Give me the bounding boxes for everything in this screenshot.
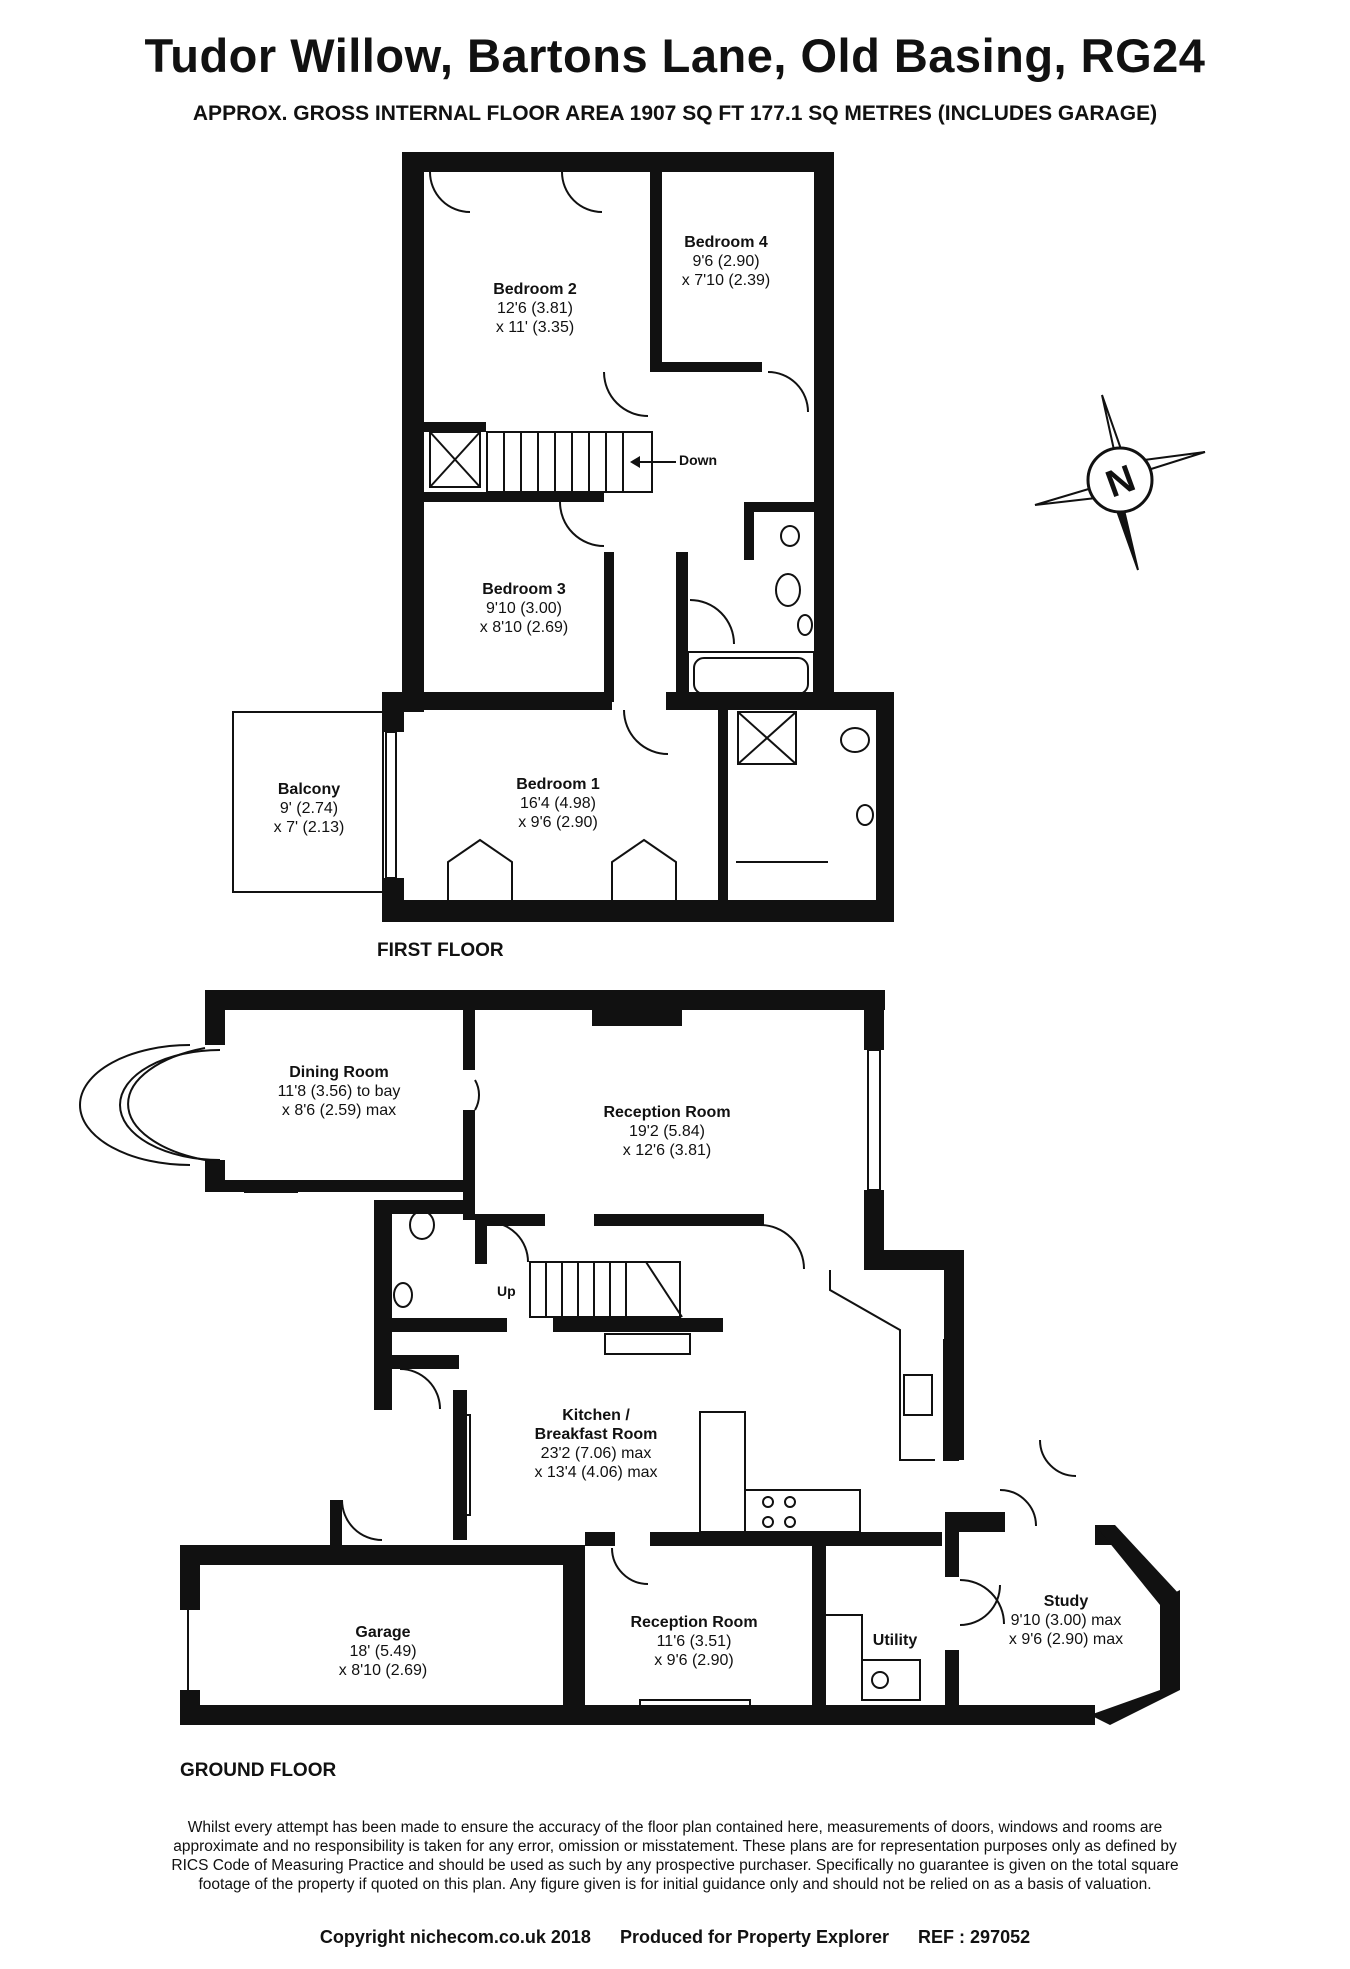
first-floor-fixtures xyxy=(232,171,893,900)
room-utility: Utility xyxy=(872,1632,918,1649)
stairs-up-label: Up xyxy=(497,1283,516,1299)
stairs-down-label: Down xyxy=(679,452,718,468)
disclaimer-text: Whilst every attempt has been made to en… xyxy=(171,1819,1179,1893)
floor-area-subtitle: APPROX. GROSS INTERNAL FLOOR AREA 1907 S… xyxy=(192,102,1158,125)
compass-north-icon: N xyxy=(1034,394,1206,571)
produced-for-text: Produced for Property Explorer xyxy=(619,1927,890,1947)
ground-floor-label: GROUND FLOOR xyxy=(180,1760,337,1781)
footer: Copyright nichecom.co.uk 2018 Produced f… xyxy=(0,1927,1350,1948)
copyright-text: Copyright nichecom.co.uk 2018 xyxy=(319,1927,591,1947)
plan-title: Tudor Willow, Bartons Lane, Old Basing, … xyxy=(144,29,1206,82)
ground-floor-walls xyxy=(180,990,1180,1725)
ground-floor-fixtures xyxy=(79,1044,1175,1709)
reference-text: REF : 297052 xyxy=(918,1927,1031,1947)
first-floor-walls xyxy=(382,152,894,922)
first-floor-label: FIRST FLOOR xyxy=(377,940,504,961)
